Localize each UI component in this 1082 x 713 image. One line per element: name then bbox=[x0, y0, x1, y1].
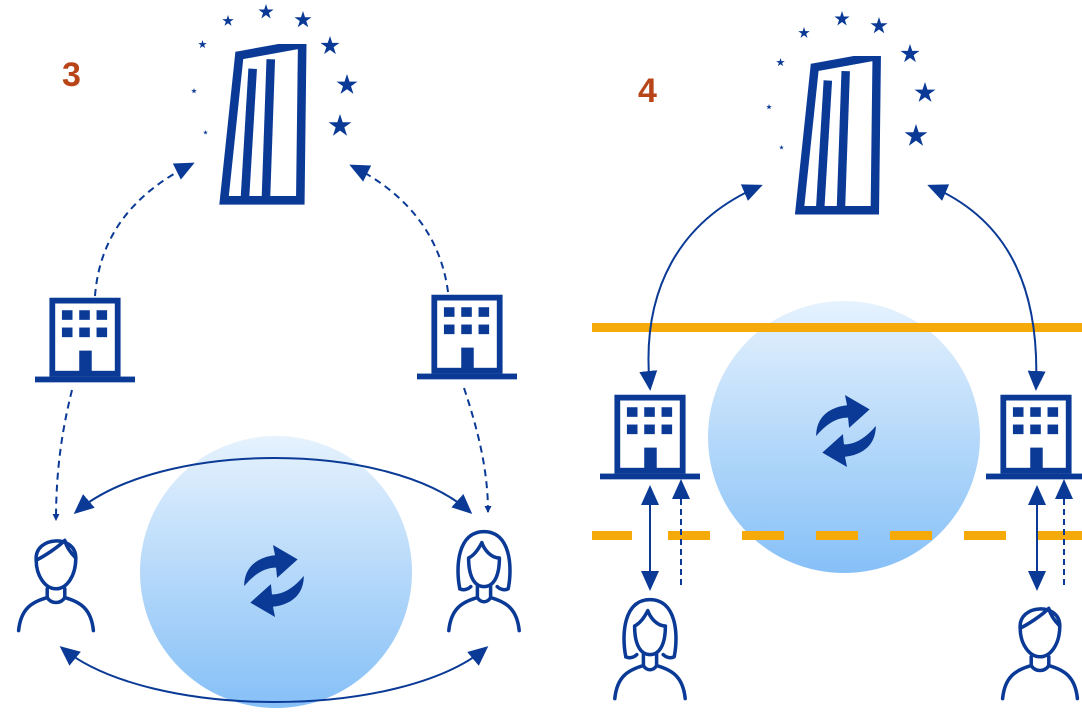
link-person-to-person bbox=[59, 646, 489, 703]
woman-icon bbox=[447, 529, 521, 633]
solid-band bbox=[592, 323, 1082, 332]
bank-building-icon bbox=[600, 398, 700, 480]
panel-3: 3 bbox=[16, 4, 521, 708]
panel-number: 3 bbox=[62, 56, 81, 94]
stars-arc-icon bbox=[766, 11, 936, 150]
link-bank-to-central-bank bbox=[349, 164, 449, 293]
exchange-bubble bbox=[140, 436, 412, 708]
link-central-bank-to-bank bbox=[927, 184, 1046, 391]
ecb-tower-icon bbox=[800, 56, 877, 210]
bank-building-icon bbox=[986, 398, 1082, 480]
link-bank-to-person bbox=[463, 387, 492, 514]
man-icon bbox=[16, 538, 96, 633]
panel-number: 4 bbox=[638, 72, 657, 110]
exchange-bubble bbox=[708, 301, 980, 573]
link-bank-to-person bbox=[52, 389, 73, 522]
bank-building-icon bbox=[35, 301, 135, 383]
woman-icon bbox=[613, 597, 687, 701]
panel-4: 4 bbox=[592, 11, 1082, 701]
link-bank-to-central-bank bbox=[94, 162, 195, 297]
bank-building-icon bbox=[417, 298, 517, 380]
dashed-band bbox=[592, 531, 1082, 540]
ecb-tower-icon bbox=[224, 44, 302, 200]
man-icon bbox=[1000, 606, 1080, 701]
link-central-bank-to-bank bbox=[639, 184, 763, 391]
link-person-to-person bbox=[73, 457, 473, 515]
